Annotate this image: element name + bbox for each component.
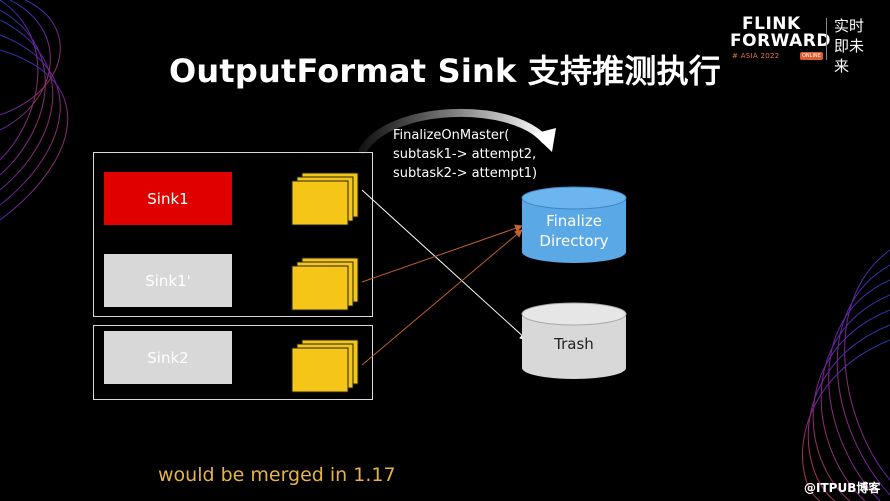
trash-label: Trash: [554, 335, 594, 353]
finalize-directory-label: Finalize Directory: [522, 211, 626, 251]
finalize-label-line2: Directory: [539, 232, 609, 250]
finalize-arrowhead: [533, 128, 556, 152]
logo-line2: FORWARD: [730, 31, 832, 51]
sink2-label: Sink2: [147, 348, 189, 367]
file-stack-1: [291, 172, 359, 226]
arrow-stack1-to-trash: [361, 189, 528, 341]
watermark: @ITPUB博客: [804, 481, 881, 495]
logo-divider: [826, 18, 827, 60]
sink1-prime-label: Sink1': [145, 271, 191, 290]
arrow-stack3-to-finalize: [361, 229, 523, 366]
finalize-call-line2: subtask1-> attempt2,: [393, 147, 537, 162]
logo-line1: FLINK: [742, 14, 801, 34]
sink2-box: Sink2: [104, 331, 232, 384]
flink-forward-logo: FLINK FORWARD # ASIA 2022 ONLINE 实时即未来: [722, 12, 882, 75]
slide-title: OutputFormat Sink 支持推测执行: [169, 52, 721, 90]
logo-badge: ONLINE: [800, 52, 823, 60]
sink1-group-box: [93, 152, 373, 317]
finalize-call-line1: FinalizeOnMaster(: [393, 128, 510, 143]
trash-cylinder: [521, 302, 627, 379]
file-stack-2: [291, 257, 359, 311]
file-stack-3: [291, 339, 359, 393]
logo-chinese: 实时即未来: [834, 17, 865, 75]
finalize-label-line1: Finalize: [546, 212, 602, 230]
sink1-box: Sink1: [104, 172, 232, 225]
finalize-call-line3: subtask2-> attempt1): [393, 166, 538, 181]
arrow-stack2-to-finalize: [361, 224, 523, 283]
finalize-on-master-call: FinalizeOnMaster( subtask1-> attempt2, s…: [393, 126, 537, 183]
sink2-group-box: [93, 325, 373, 400]
sink1-prime-box: Sink1': [104, 254, 232, 307]
sink1-label: Sink1: [147, 189, 189, 208]
logo-subline: # ASIA 2022: [732, 52, 780, 60]
finalize-directory-cylinder: [521, 186, 627, 263]
footer-note: would be merged in 1.17: [158, 464, 396, 486]
finalize-curved-arrow: [359, 108, 549, 154]
